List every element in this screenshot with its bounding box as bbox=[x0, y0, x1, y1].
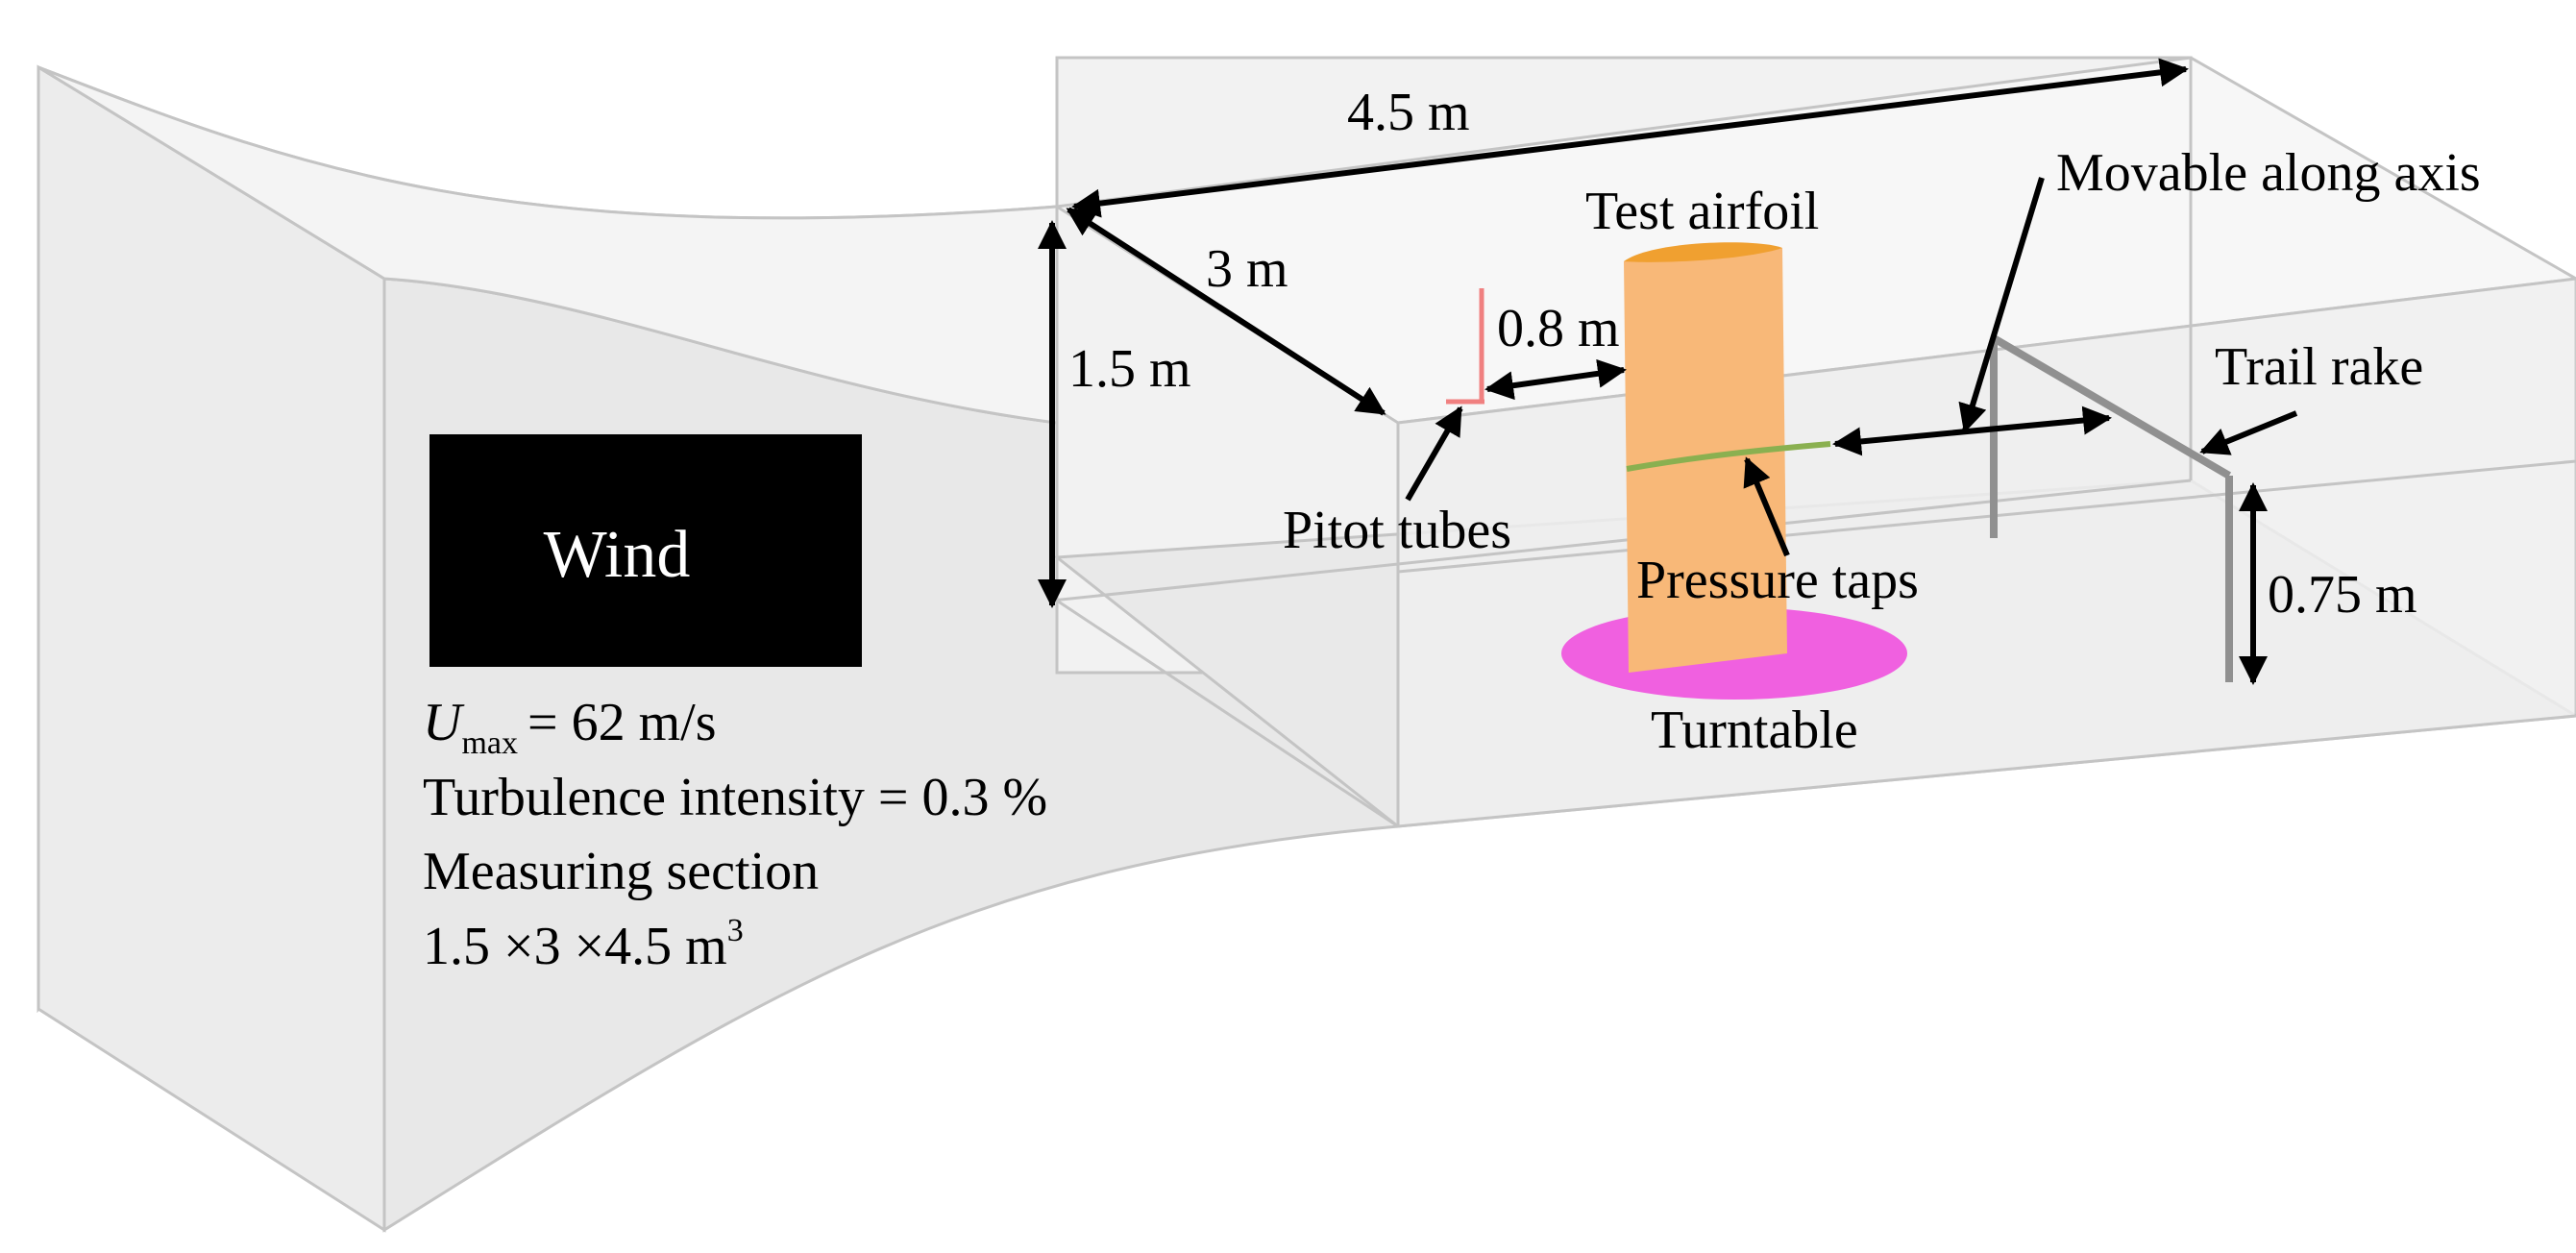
umax-subscript: max bbox=[461, 725, 518, 761]
section-dims: 1.5 ×3 ×4.5 m bbox=[423, 917, 727, 976]
pitot-leader-arrow bbox=[1405, 405, 1463, 502]
umax-line: Umax= 62 m/s bbox=[423, 693, 717, 761]
length-label: 4.5 m bbox=[1347, 83, 1470, 142]
length-dimension-arrow bbox=[1071, 58, 2189, 218]
umax-symbol: U bbox=[423, 693, 465, 752]
wind-label: Wind bbox=[544, 518, 691, 592]
movable-label: Movable along axis bbox=[2056, 143, 2481, 203]
test-airfoil-top bbox=[1624, 242, 1782, 262]
test-airfoil-label: Test airfoil bbox=[1585, 182, 1819, 241]
trail-rake-leader-arrow bbox=[2199, 410, 2298, 455]
wind-box bbox=[429, 434, 862, 667]
pressure-taps-line bbox=[1626, 441, 1831, 472]
section-label-line: Measuring section bbox=[423, 842, 819, 901]
rake-height-label: 0.75 m bbox=[2268, 565, 2417, 625]
umax-value: = 62 m/s bbox=[527, 693, 717, 752]
trail-rake-label: Trail rake bbox=[2215, 337, 2423, 397]
pressure-taps-leader-arrow bbox=[1743, 456, 1790, 557]
pitot-tube-icon bbox=[1446, 288, 1484, 405]
pressure-taps-label: Pressure taps bbox=[1636, 551, 1919, 610]
height-label: 1.5 m bbox=[1068, 339, 1191, 399]
pitot-distance-label: 0.8 m bbox=[1497, 299, 1620, 358]
pitot-distance-arrow bbox=[1484, 358, 1627, 401]
movable-leader-arrow bbox=[1958, 177, 2045, 433]
turbulence-line: Turbulence intensity = 0.3 % bbox=[423, 768, 1047, 827]
turntable-label: Turntable bbox=[1651, 700, 1858, 760]
wind-tunnel-body bbox=[37, 56, 2576, 1233]
section-dims-line: 1.5 ×3 ×4.5 m3 bbox=[423, 913, 744, 976]
pitot-tubes-label: Pitot tubes bbox=[1283, 501, 1511, 560]
test-airfoil-body bbox=[1624, 248, 1787, 673]
width-dimension-arrow bbox=[1066, 207, 1386, 416]
width-label: 3 m bbox=[1206, 239, 1288, 299]
section-exponent: 3 bbox=[727, 913, 744, 948]
